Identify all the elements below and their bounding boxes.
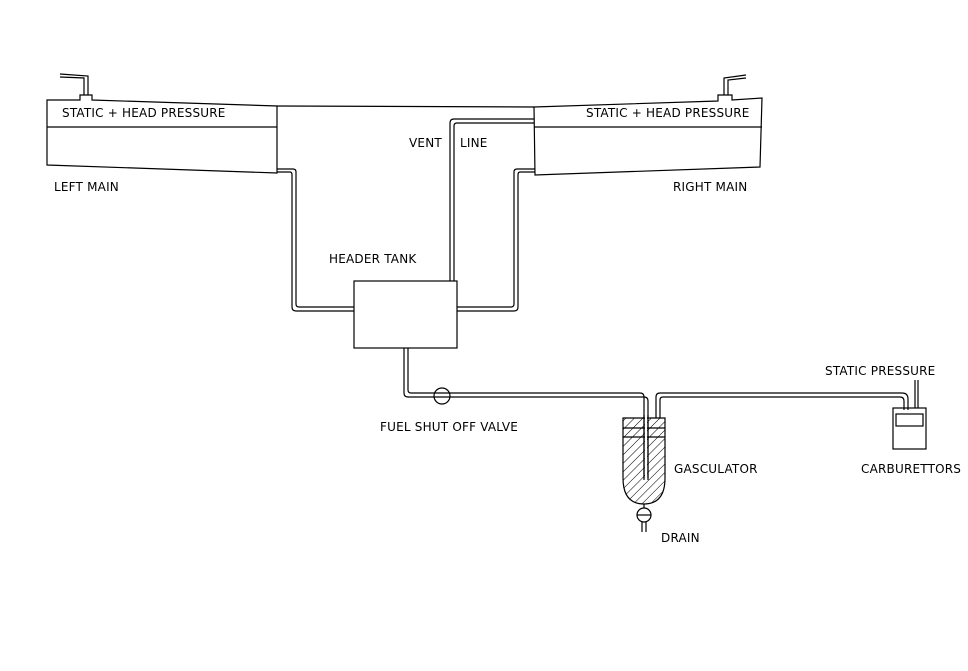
tank-interconnect-top [276,105,535,108]
gasculator [622,415,666,505]
right-static-vent-tube [723,74,747,95]
header-tank [353,280,458,349]
static-pressure-label: STATIC PRESSURE [825,364,935,378]
gasculator-label: GASCULATOR [674,462,758,476]
left-main-label: LEFT MAIN [54,180,119,194]
main-fuel-line [403,348,649,478]
line-label: LINE [460,136,488,150]
vent-line-pipe [449,118,534,281]
vent-label: VENT [409,136,442,150]
carburettors-label: CARBURETTORS [861,462,961,476]
left-main-tank [46,73,278,174]
right-feed-pipe [457,168,535,312]
header-tank-label: HEADER TANK [329,252,417,266]
left-feed-pipe [277,168,354,312]
right-main-pressure-label: STATIC + HEAD PRESSURE [586,106,750,120]
fuel-shut-off-valve [433,387,451,405]
right-main-label: RIGHT MAIN [673,180,747,194]
drain-valve [636,504,652,532]
left-main-pressure-label: STATIC + HEAD PRESSURE [62,106,226,120]
drain-label: DRAIN [661,531,700,545]
carburettors [892,380,927,450]
right-main-tank [533,74,763,176]
left-static-vent-tube [59,76,85,95]
fuel-valve-label: FUEL SHUT OFF VALVE [380,420,518,434]
carburettor-feed-line [655,392,909,418]
